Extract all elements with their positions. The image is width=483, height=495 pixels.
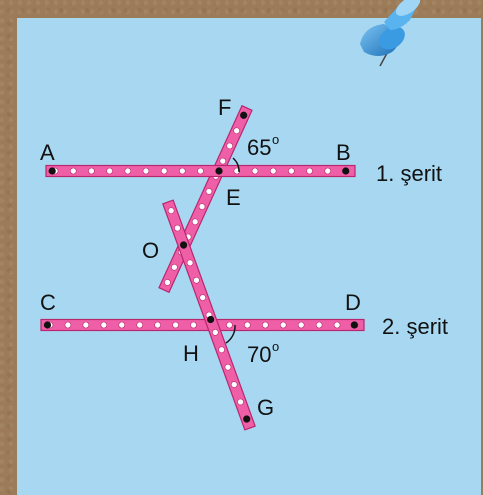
strip-hole [69,167,77,175]
strip-hole [212,329,219,336]
strip-hole [315,321,323,329]
strip-hole [224,363,232,371]
pivot-dot [43,321,52,329]
push-pin-icon [360,0,421,67]
strip-hole [186,259,194,267]
strip-hole [226,142,234,150]
strip-hole [136,321,143,329]
strip-hole [124,167,132,175]
label-strip-2: 2. şerit [382,314,448,339]
label-strip-1: 1. şerit [376,161,442,186]
strip-hole [172,321,179,329]
strip-hole [218,346,225,354]
strip-hole [226,321,233,329]
strip-hole [142,167,150,175]
strip-og [162,199,256,431]
strip-hole [106,167,113,175]
strip-hole [251,167,259,175]
angle-arc-65 [232,157,240,173]
strip-hole [297,321,305,329]
strip-hole [262,321,269,329]
strip-hole [279,321,287,329]
strip-hole [199,294,206,301]
label-b: B [336,140,351,165]
strip-hole [244,321,251,329]
angle-degree-70: o [272,339,279,354]
label-e: E [226,185,241,210]
strip-hole [191,218,199,226]
strip-hole [333,321,341,329]
label-c: C [40,290,56,315]
strip-hole [306,167,313,175]
label-f: F [218,95,231,120]
strip-hole [190,321,197,329]
pivot-dot [243,415,251,423]
strip-hole [237,398,244,406]
strip-hole [179,167,186,175]
strip-hole [324,167,332,175]
pivot-dot [240,111,248,119]
strip-hole [171,263,178,271]
strip-hole [174,224,181,232]
label-d: D [345,290,361,315]
label-o: O [142,238,159,263]
strip-hole [100,321,108,329]
angle-label-70: 70 [247,342,271,367]
strip-hole [269,167,277,175]
strip-hole [288,167,295,175]
label-a: A [40,140,55,165]
pivot-dot [350,321,358,329]
pivot-dot [48,167,56,175]
strip-hole [233,127,240,135]
strip-hole [193,276,200,284]
strip-hole [205,188,213,195]
strip-hole [219,157,227,165]
angle-degree-65: o [272,132,279,147]
strip-hole [82,321,90,329]
strip-ab [45,164,356,178]
strip-hole [164,279,171,286]
angle-arc-70 [225,324,236,344]
label-h: H [183,341,199,366]
strip-hole [167,207,175,214]
strip-hole [64,321,72,329]
strip-hole [88,167,95,175]
pivot-dot [179,241,188,249]
strip-cd [40,318,365,332]
strip-hole [154,321,161,329]
label-g: G [257,395,274,420]
angle-label-65: 65 [247,135,271,160]
strip-hole [230,381,238,388]
strip-hole [198,203,206,210]
pivot-dot [207,315,215,324]
strip-hole [160,167,168,175]
strip-hole [197,167,204,175]
pivot-dot [215,167,223,175]
strip-hole [118,321,126,329]
pivot-dot [342,167,350,175]
